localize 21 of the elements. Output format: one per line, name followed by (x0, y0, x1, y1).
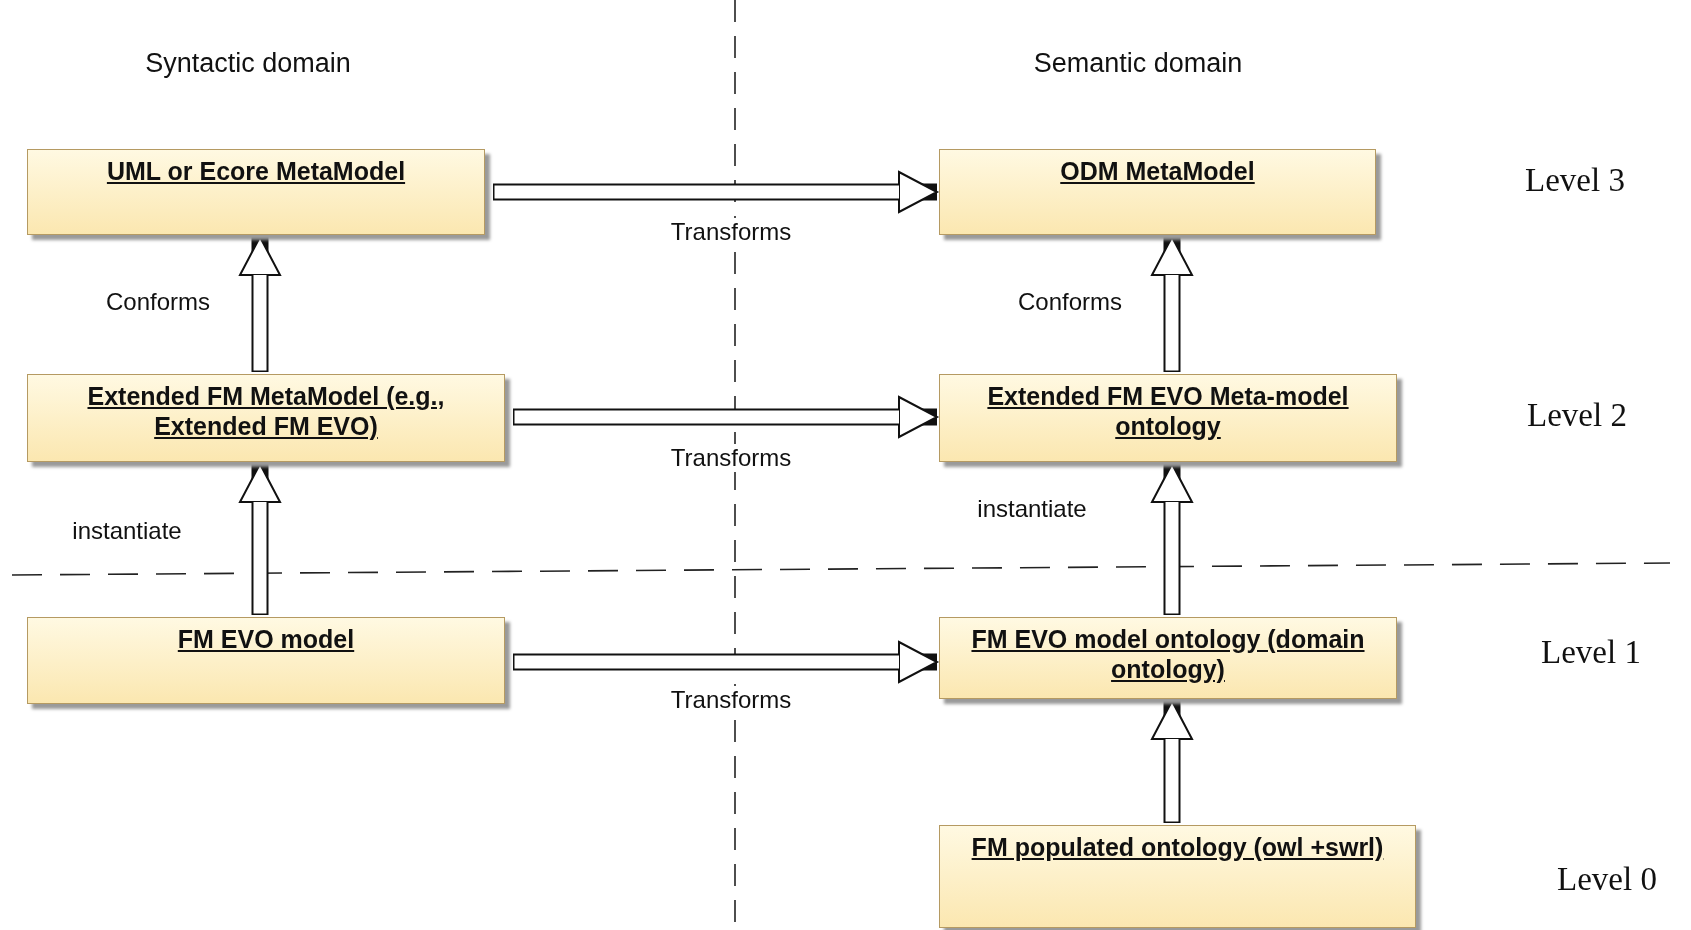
edge-label: Transforms (668, 444, 794, 472)
class-box (27, 617, 505, 704)
domain-heading: Syntactic domain (145, 47, 351, 79)
domain-heading: Semantic domain (1033, 47, 1243, 79)
class-box (939, 617, 1397, 699)
class-box (939, 374, 1397, 462)
box-title: FM populated ontology (owl +swrl) (971, 832, 1384, 862)
box-title: Extended FM MetaModel (e.g., Extended FM EVO) (86, 381, 446, 441)
box-title: FM EVO model ontology (domain ontology) (970, 624, 1366, 684)
class-box (939, 149, 1376, 235)
level-label: Level 1 (1541, 633, 1641, 671)
box-title: ODM MetaModel (1060, 156, 1255, 186)
class-box (939, 825, 1416, 928)
class-box (27, 149, 485, 235)
level-label: Level 2 (1527, 396, 1627, 434)
level-label: Level 0 (1557, 860, 1657, 898)
class-box (27, 374, 505, 462)
box-title: UML or Ecore MetaModel (106, 156, 406, 186)
box-title: FM EVO model (177, 624, 355, 654)
box-title: Extended FM EVO Meta-model ontology (986, 381, 1350, 441)
level-label: Level 3 (1525, 161, 1625, 199)
